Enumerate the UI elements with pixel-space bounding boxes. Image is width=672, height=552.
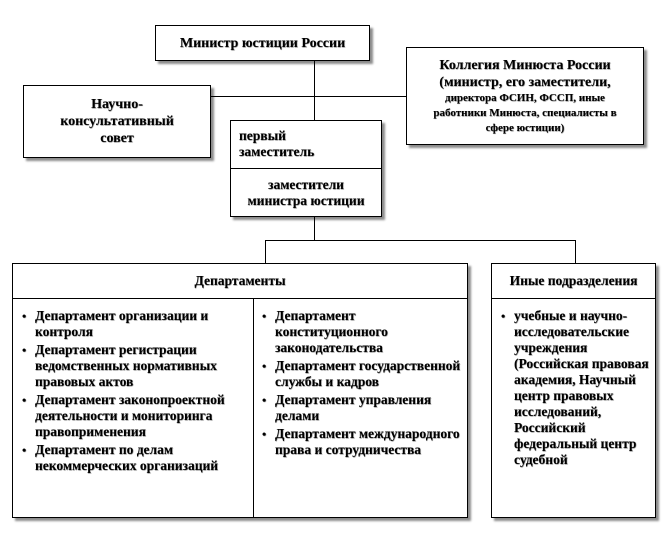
connector-horizontal-bus — [211, 96, 406, 97]
collegium-line-3: сфере юстиции) — [485, 121, 565, 134]
deputies-cell: заместители министра юстиции — [231, 169, 381, 217]
connector-deputy-down — [314, 217, 315, 240]
collegium-box: Коллегия Минюста России (министр, его за… — [406, 47, 644, 145]
first-deputy-cell: первый заместитель — [231, 121, 381, 169]
department-item: Департамент законопроектной деятельности… — [21, 392, 249, 440]
departments-divider — [253, 299, 254, 518]
other-units-column: учебные и научно-исследовательские учреж… — [500, 308, 650, 470]
departments-title: Департаменты — [194, 273, 286, 288]
department-item: Департамент конституционного законодател… — [261, 308, 461, 356]
collegium-title: Коллегия Минюста России — [439, 57, 611, 73]
department-item: Департамент международного права и сотру… — [261, 426, 461, 458]
deputies-line-1: заместители — [268, 177, 344, 192]
collegium-subtitle: (министр, его заместители, — [439, 74, 611, 90]
connector-to-departments — [265, 240, 266, 263]
department-item: Департамент организации и контроля — [21, 308, 249, 340]
other-units-header: Иные подразделения — [492, 264, 655, 299]
first-deputy-line-1: первый — [239, 128, 286, 143]
council-line-1: Научно- — [91, 97, 143, 112]
council-line-2: консультативный — [60, 114, 174, 129]
council-line-3: совет — [100, 131, 134, 146]
other-units-title: Иные подразделения — [509, 273, 638, 288]
departments-box: Департаменты Департамент организации и к… — [12, 263, 468, 518]
department-item: Департамент регистрации ведомственных но… — [21, 342, 249, 390]
minister-box: Министр юстиции России — [155, 25, 370, 61]
departments-left-column: Департамент организации и контроля Депар… — [21, 308, 249, 476]
collegium-line-1: директора ФСИН, ФССП, иные — [445, 91, 605, 104]
collegium-line-2: работники Минюста, специалисты в — [433, 106, 617, 119]
deputies-box: первый заместитель заместители министра … — [230, 120, 382, 217]
connector-minister-down — [314, 61, 315, 120]
advisory-council-box: Научно- консультативный совет — [23, 85, 211, 158]
other-units-box: Иные подразделения учебные и научно-иссл… — [491, 263, 656, 518]
departments-right-column: Департамент конституционного законодател… — [261, 308, 461, 460]
minister-label: Министр юстиции России — [179, 35, 346, 51]
department-item: Департамент государственной службы и кад… — [261, 358, 461, 390]
connector-to-other-units — [575, 240, 576, 263]
other-unit-item: учебные и научно-исследовательские учреж… — [500, 308, 650, 468]
first-deputy-line-2: заместитель — [239, 144, 315, 159]
connector-branch-horizontal — [265, 240, 575, 241]
departments-header: Департаменты — [13, 264, 467, 299]
department-item: Департамент управления делами — [261, 392, 461, 424]
deputies-line-2: министра юстиции — [247, 193, 365, 208]
department-item: Департамент по делам некоммерческих орга… — [21, 442, 249, 474]
